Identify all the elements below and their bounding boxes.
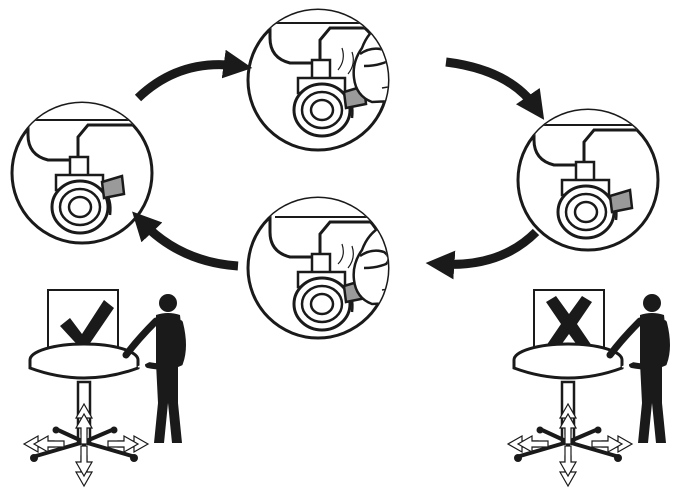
arrow-icon	[445, 57, 545, 120]
step-released-circle	[516, 108, 660, 252]
outcome-unstable	[507, 289, 668, 487]
arrow-icon	[134, 49, 253, 102]
cross-icon	[546, 296, 592, 352]
checkmark-icon	[60, 300, 114, 352]
cycle-arrows	[132, 49, 545, 280]
outcome-stable	[23, 289, 184, 487]
step-locked-circle	[10, 101, 154, 245]
step-pressing-lock-circle	[246, 196, 390, 340]
arrow-icon	[132, 211, 239, 271]
arrow-icon	[425, 228, 540, 280]
step-pressing-release-circle	[246, 8, 390, 152]
